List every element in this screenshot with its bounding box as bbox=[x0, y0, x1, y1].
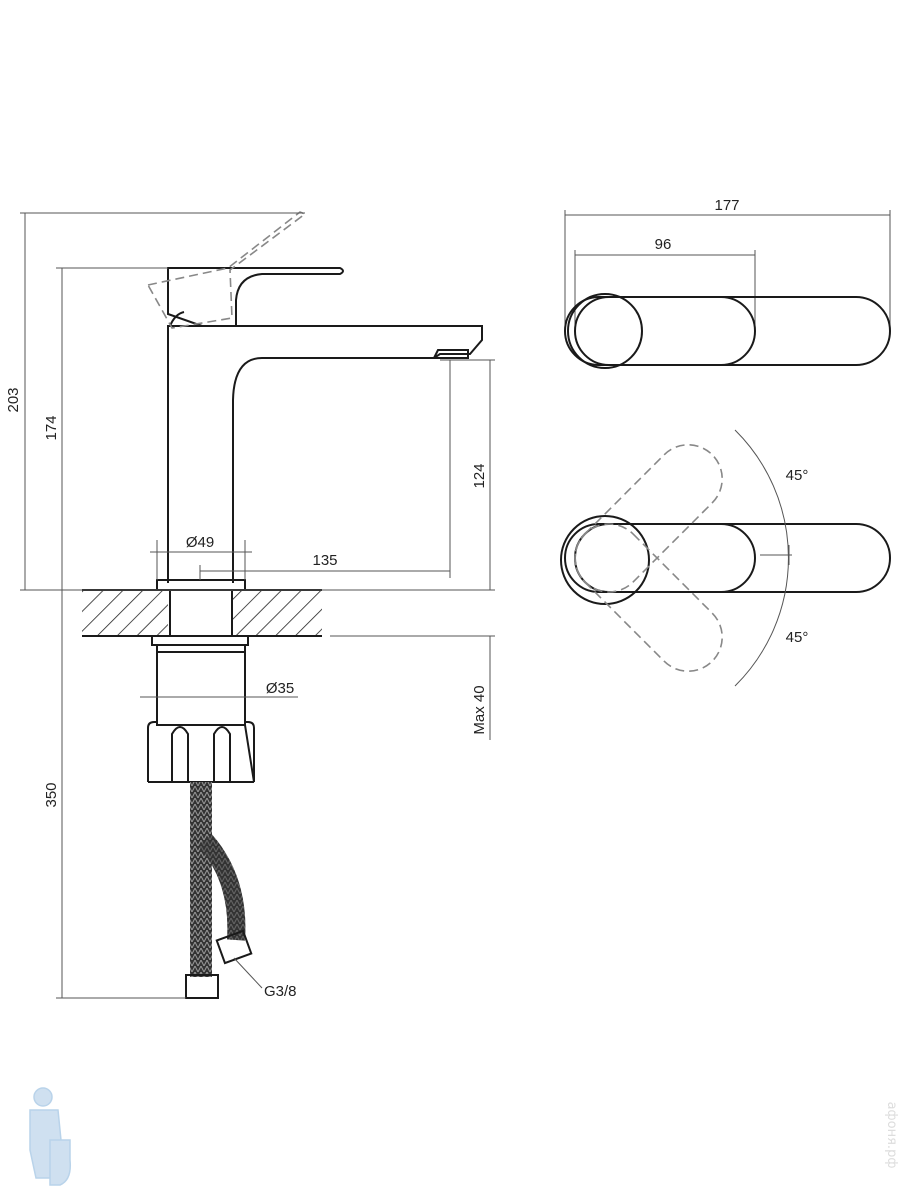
rotation-left-angle: 45° bbox=[786, 467, 809, 484]
faucet-top-view bbox=[564, 210, 891, 369]
dim-spout-reach: 135 bbox=[312, 552, 337, 569]
dim-spout-height: 124 bbox=[471, 463, 488, 488]
dim-total-height: 203 bbox=[5, 387, 22, 412]
plumber-logo bbox=[29, 1087, 72, 1186]
watermark: афоня.рф bbox=[884, 1102, 899, 1169]
dim-handle-height: 174 bbox=[43, 415, 60, 440]
dim-top-handle-length: 96 bbox=[655, 236, 672, 253]
dimension-lines bbox=[20, 212, 495, 999]
dim-shank-diameter: Ø35 bbox=[266, 680, 294, 697]
dim-top-total-length: 177 bbox=[714, 197, 739, 214]
faucet-side-view bbox=[82, 211, 483, 999]
hose-1 bbox=[190, 782, 212, 977]
dim-max-countertop: Max 40 bbox=[471, 685, 488, 734]
dim-hose-length: 350 bbox=[43, 782, 60, 807]
rotation-right-angle: 45° bbox=[786, 629, 809, 646]
dim-body-diameter: Ø49 bbox=[186, 534, 214, 551]
dim-thread: G3/8 bbox=[264, 983, 297, 1000]
faucet-rotation-view bbox=[560, 429, 891, 687]
